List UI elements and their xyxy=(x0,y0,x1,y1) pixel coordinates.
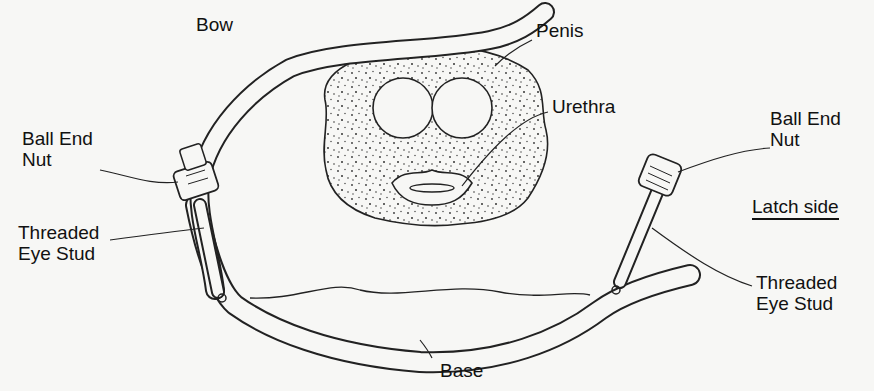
part-name: Bow xyxy=(196,14,233,35)
label-holder: Penis xyxy=(536,20,626,41)
label-holder: Ball End Nut xyxy=(770,108,852,150)
label-holder: Base xyxy=(440,360,510,381)
part-name: Penis xyxy=(536,20,584,41)
label-holder: Bow xyxy=(196,14,276,35)
left-stud xyxy=(172,143,226,302)
leader-lines xyxy=(100,40,770,358)
side-note: Latch side xyxy=(752,196,839,220)
label-holder: Ball End Nut xyxy=(22,128,104,170)
part-name: Urethra xyxy=(552,96,615,117)
label-holder: Urethra xyxy=(552,96,652,117)
label-holder: Latch side xyxy=(752,196,852,217)
right-stud xyxy=(612,152,683,294)
part-name: Threaded Eye Stud xyxy=(756,272,837,314)
bow-part xyxy=(199,12,545,290)
penis-section xyxy=(324,48,548,225)
label-holder: Threaded Eye Stud xyxy=(756,272,856,314)
label-holder: Threaded Eye Stud xyxy=(18,222,110,264)
part-name: Threaded Eye Stud xyxy=(18,222,99,264)
part-name: Ball End Nut xyxy=(770,108,841,150)
part-name: Ball End Nut xyxy=(22,128,93,170)
part-name: Base xyxy=(440,360,483,381)
